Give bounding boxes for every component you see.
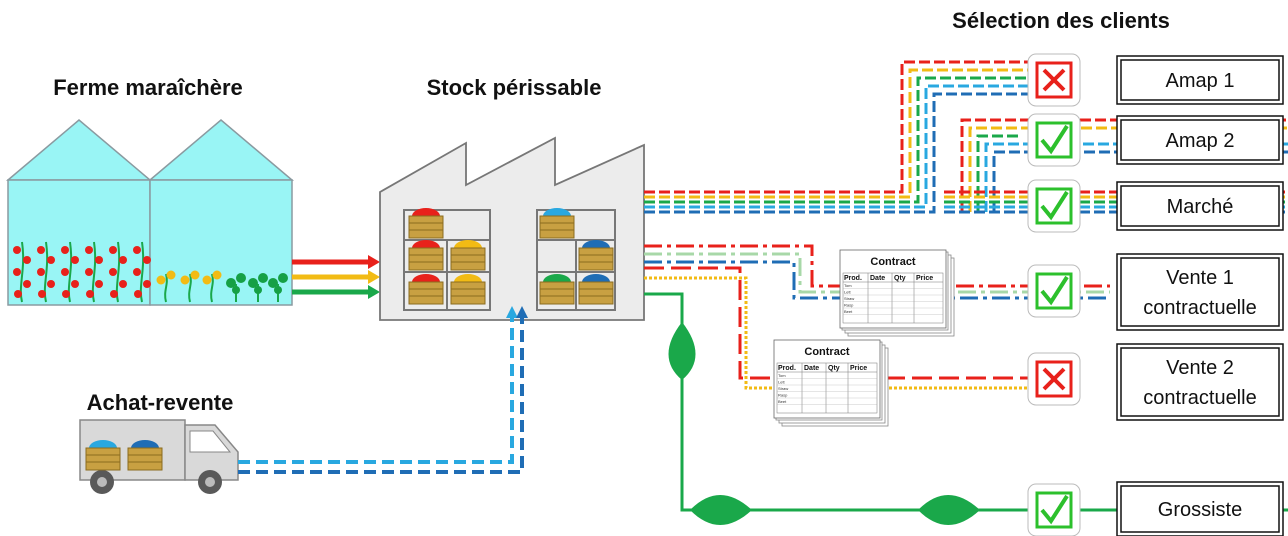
arrowhead-dark-blue	[516, 306, 528, 318]
contract-row-label: Beet	[844, 309, 853, 314]
warehouse-illustration	[379, 136, 645, 321]
contract-header: Date	[870, 275, 885, 282]
contract-header: Prod.	[844, 275, 862, 282]
client-box: Grossiste	[1116, 481, 1284, 536]
client-label: Vente 1	[1166, 267, 1234, 289]
client-box: Vente 2 contractuelle	[1116, 343, 1284, 421]
contract-header: Price	[850, 365, 867, 372]
yellow-flower-plants	[156, 270, 222, 303]
client-label: Marché	[1167, 196, 1234, 218]
contract-row-label: Straw	[844, 296, 854, 301]
client-label: Vente 2	[1166, 357, 1234, 379]
contract-row-label: Tom	[778, 373, 786, 378]
cross-icon	[1027, 352, 1081, 406]
contract-row-label: Lett	[844, 290, 852, 295]
trade-title: Achat-revente	[87, 390, 234, 415]
contract-row-label: Lett	[778, 380, 786, 385]
checkmark-icon	[1027, 113, 1081, 167]
contract-row-label: Rasp	[778, 393, 788, 398]
contract-header: Prod.	[778, 365, 796, 372]
client-label: Grossiste	[1158, 499, 1242, 521]
contract-row-label: Beet	[778, 399, 787, 404]
contract-header: Price	[916, 275, 933, 282]
client-box: Amap 2	[1116, 115, 1284, 165]
farm-to-stock-arrows	[292, 255, 380, 299]
delivery-truck	[79, 419, 239, 494]
contract-row-label: Rasp	[844, 303, 854, 308]
contract-header: Qty	[828, 365, 840, 372]
contract-title: Contract	[870, 256, 916, 268]
clients-title: Sélection des clients	[952, 8, 1170, 33]
client-label: Amap 2	[1166, 130, 1235, 152]
stock-title: Stock périssable	[427, 75, 602, 100]
client-selections	[1027, 53, 1081, 536]
cross-icon	[1027, 53, 1081, 107]
green-plants	[226, 273, 288, 302]
tomato-plants	[13, 241, 151, 303]
arrowhead-light-blue	[506, 306, 518, 318]
contract-row-label: Straw	[778, 386, 788, 391]
client-box: Amap 1	[1116, 55, 1284, 105]
client-label: Amap 1	[1166, 70, 1235, 92]
client-label: contractuelle	[1143, 387, 1256, 409]
checkmark-icon	[1027, 179, 1081, 233]
trade-to-stock-lines	[238, 316, 524, 474]
farm-title: Ferme maraîchère	[53, 75, 243, 100]
checkmark-icon	[1027, 264, 1081, 318]
contract-row-label: Tom	[844, 283, 852, 288]
contract-title: Contract	[804, 346, 850, 358]
greenhouse-illustration	[5, 119, 295, 306]
wholesale-flow-line	[644, 292, 1288, 525]
client-box: Marché	[1116, 181, 1284, 231]
client-label: contractuelle	[1143, 297, 1256, 319]
client-box: Vente 1 contractuelle	[1116, 253, 1284, 331]
checkmark-icon	[1027, 483, 1081, 536]
contract-header: Date	[804, 365, 819, 372]
contract-header: Qty	[894, 275, 906, 282]
